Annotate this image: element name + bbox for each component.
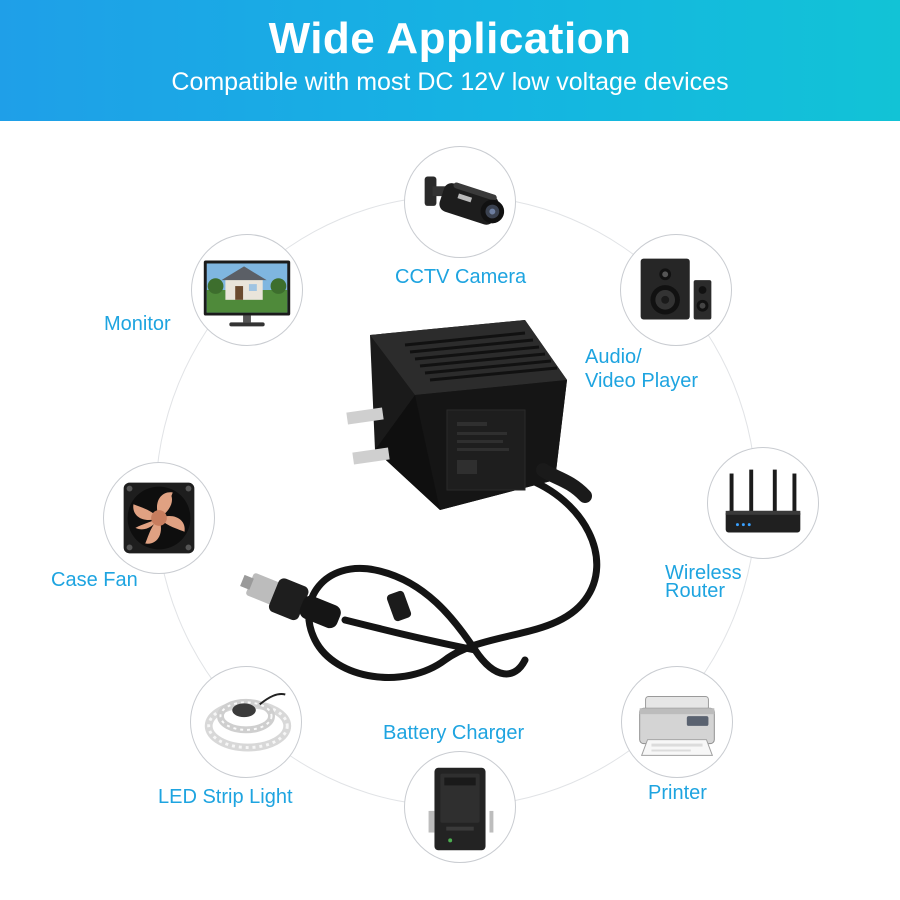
printer-node [621, 666, 733, 778]
battery-charger-icon [428, 767, 494, 851]
wireless-router-node [707, 447, 819, 559]
battery-charger-node [404, 751, 516, 863]
audio-video-player-label-line2: Video Player [585, 370, 699, 392]
battery-charger-label: Battery Charger [383, 722, 525, 744]
monitor-label: Monitor [104, 313, 171, 335]
power-adapter-icon [240, 320, 601, 681]
case-fan-icon [123, 482, 195, 554]
monitor-icon [203, 260, 291, 327]
monitor-node [191, 234, 303, 346]
router-icon [725, 469, 801, 533]
audio-video-player-node [620, 234, 732, 346]
printer-label: Printer [648, 782, 707, 804]
header-banner: Wide Application Compatible with most DC… [0, 0, 900, 121]
page-subtitle: Compatible with most DC 12V low voltage … [171, 68, 729, 96]
page-title: Wide Application [268, 14, 632, 63]
cctv-camera-icon [424, 176, 505, 225]
cctv-camera-label: CCTV Camera [395, 266, 527, 288]
speaker-icon [640, 258, 712, 320]
audio-video-player-label-line1: Audio/ [585, 346, 642, 368]
wireless-router-label-line2: Router [665, 580, 726, 602]
led-strip-icon [204, 693, 292, 752]
led-strip-light-node [190, 666, 302, 778]
printer-icon [639, 695, 715, 756]
case-fan-label: Case Fan [51, 569, 138, 591]
led-strip-light-label: LED Strip Light [158, 786, 293, 808]
case-fan-node [103, 462, 215, 574]
cctv-camera-node [404, 146, 516, 258]
wireless-router-label-line1: Wireless [665, 562, 742, 584]
